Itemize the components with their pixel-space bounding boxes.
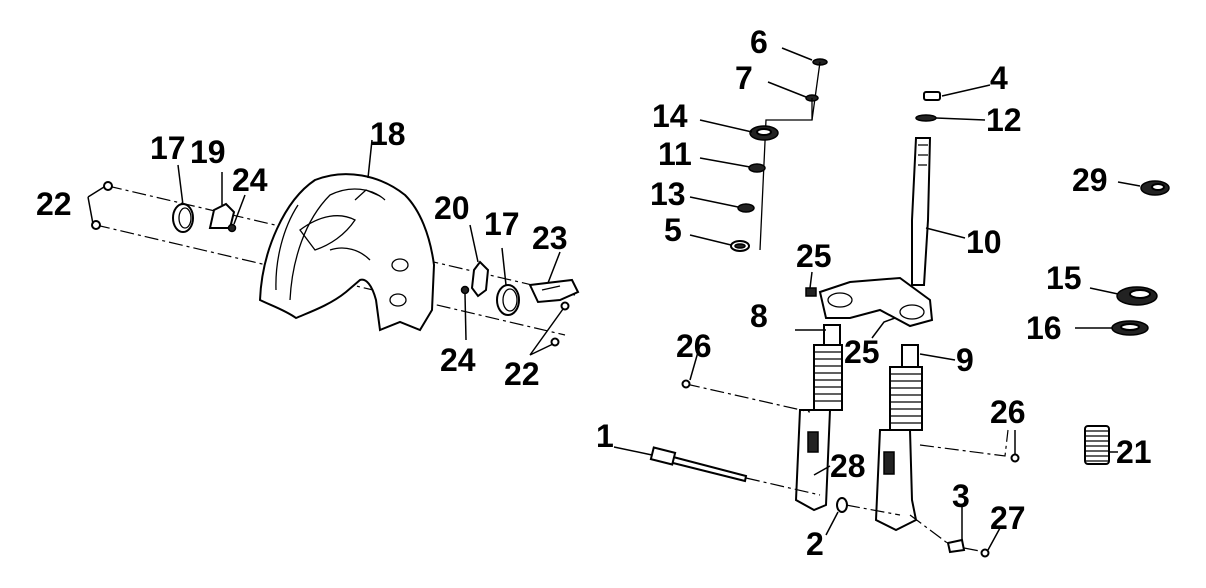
part-15-bearing <box>1089 286 1158 306</box>
callout-6: 6 <box>750 24 768 60</box>
part-17-cap-right <box>496 247 520 316</box>
callout-26-right: 26 <box>990 394 1026 430</box>
part-2-spacer <box>825 497 901 536</box>
callout-25-lower: 25 <box>844 334 880 370</box>
callout-22-right: 22 <box>504 356 540 392</box>
part-13-ring <box>689 196 755 213</box>
part-29-bearing <box>1117 180 1170 196</box>
stack-axis-mid <box>759 98 813 251</box>
part-5-ring <box>689 234 750 252</box>
part-24-bolt-right <box>460 285 470 341</box>
callout-15: 15 <box>1046 260 1082 296</box>
callout-19: 19 <box>190 134 226 170</box>
part-10-steering-stem <box>911 137 966 286</box>
callout-8: 8 <box>750 298 768 334</box>
callout-9: 9 <box>956 342 974 378</box>
part-27-bolt <box>963 527 1001 558</box>
callout-10: 10 <box>966 224 1002 260</box>
part-19-bracket <box>208 172 236 229</box>
part-26-bolt-left <box>681 344 811 413</box>
callout-2: 2 <box>806 526 824 562</box>
callout-5: 5 <box>664 212 682 248</box>
part-24-bolt-left <box>227 194 246 233</box>
callout-16: 16 <box>1026 310 1062 346</box>
callout-26-left: 26 <box>676 328 712 364</box>
callout-18: 18 <box>370 116 406 152</box>
callout-24-left: 24 <box>232 162 268 198</box>
part-25-bolt-upper <box>805 271 817 297</box>
callout-17-left: 17 <box>150 130 186 166</box>
part-12-washer <box>915 114 986 122</box>
axis-line-lower <box>95 224 566 336</box>
part-25-bolt-lower <box>871 317 896 339</box>
callout-12: 12 <box>986 102 1022 138</box>
callout-1: 1 <box>596 418 614 454</box>
stack-axis-upper <box>811 61 821 121</box>
part-7-washer <box>767 81 819 102</box>
callout-7: 7 <box>735 60 753 96</box>
part-23-bracket <box>528 251 580 304</box>
callout-22-left: 22 <box>36 186 72 222</box>
callout-28: 28 <box>830 448 866 484</box>
callout-14: 14 <box>652 98 688 134</box>
part-8-left-fork <box>794 324 843 512</box>
part-triple-clamp <box>818 276 934 328</box>
part-14-bearing-race <box>699 119 779 141</box>
part-4-nut <box>923 84 991 101</box>
part-22-screw-left <box>87 181 113 230</box>
part-22-screw-right <box>529 301 570 356</box>
callout-13: 13 <box>650 176 686 212</box>
part-17-cap-left <box>172 164 194 233</box>
part-3-clip <box>909 505 966 554</box>
part-11-ring <box>699 157 766 173</box>
part-26-bolt-right <box>919 429 1020 463</box>
callout-25-upper: 25 <box>796 238 832 274</box>
callout-21: 21 <box>1116 434 1152 470</box>
callout-4: 4 <box>990 60 1008 96</box>
part-16-seal <box>1075 320 1149 336</box>
callout-29: 29 <box>1072 162 1108 198</box>
part-28-bolt <box>813 465 831 476</box>
part-1-axle <box>613 446 821 496</box>
callout-17-right: 17 <box>484 206 520 242</box>
callout-23: 23 <box>532 220 568 256</box>
callout-20: 20 <box>434 190 470 226</box>
callout-3: 3 <box>952 478 970 514</box>
part-18-front-fender <box>258 139 436 332</box>
part-9-right-fork <box>874 344 956 532</box>
callout-27: 27 <box>990 500 1026 536</box>
callout-11: 11 <box>658 136 692 172</box>
part-20-clip <box>469 224 490 298</box>
callout-24-right: 24 <box>440 342 476 378</box>
part-21-spring <box>1084 425 1118 465</box>
